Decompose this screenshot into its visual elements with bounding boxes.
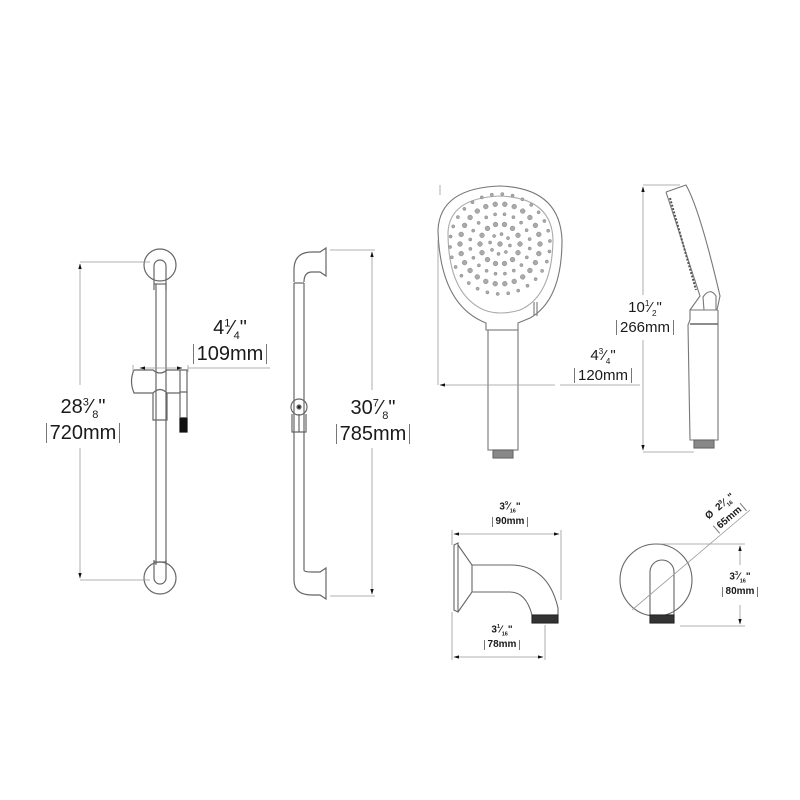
dim-elbow-projection: 39⁄16" 90mm (480, 501, 540, 527)
dim-hand-shower-length: 101⁄2" 266mm (605, 299, 685, 336)
dim-holder-width: 41⁄4" 109mm (185, 318, 275, 364)
slide-bar-side-view (290, 246, 327, 601)
slide-bar-front-view (130, 248, 188, 595)
hand-shower-side-view (665, 184, 721, 449)
wall-elbow-side-view (453, 542, 559, 624)
hand-shower-front-view (437, 185, 563, 459)
dim-slide-bar-total-height: 307⁄8" 785mm (328, 398, 418, 444)
dim-hand-shower-width: 43⁄4" 120mm (568, 347, 638, 384)
dim-slide-bar-height: 283⁄8" 720mm (38, 397, 128, 443)
spray-nozzles (448, 192, 552, 296)
wall-elbow-front-view (619, 543, 693, 624)
dim-elbow-outlet-offset: 31⁄16" 78mm (472, 624, 532, 650)
dim-elbow-height: 33⁄16" 80mm (710, 571, 770, 597)
